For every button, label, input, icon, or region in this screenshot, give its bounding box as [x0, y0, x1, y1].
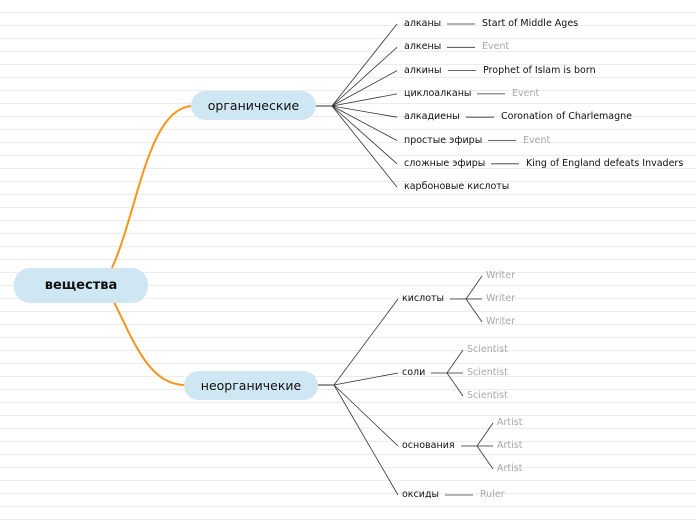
inorganic-item[interactable]: кислоты — [402, 293, 445, 304]
child-link — [446, 349, 464, 374]
inorganic-link — [333, 298, 399, 386]
child-label[interactable]: Ruler — [480, 489, 505, 500]
child-label[interactable]: Artist — [497, 417, 523, 428]
child-label[interactable]: Artist — [497, 463, 523, 474]
event-label[interactable]: Event — [523, 134, 551, 146]
inorganic-link — [333, 384, 399, 447]
inorganic-label: неорганичекие — [200, 378, 302, 393]
child-link — [476, 445, 494, 470]
inorganic-item[interactable]: основания — [402, 440, 455, 451]
inorganic-node[interactable]: неорганичекие — [184, 371, 318, 400]
organic-link — [331, 105, 398, 141]
organic-item[interactable]: циклоалканы — [404, 87, 472, 99]
inorganic-links — [333, 275, 494, 496]
child-label[interactable]: Writer — [486, 270, 515, 281]
root-to-inorganic-link — [113, 301, 185, 386]
child-label[interactable]: Scientist — [467, 390, 508, 401]
root-label: вещества — [44, 278, 118, 293]
organic-node[interactable]: органические — [191, 91, 316, 120]
organic-link — [331, 105, 398, 188]
child-label[interactable]: Artist — [497, 440, 523, 451]
root-to-organic-link — [111, 105, 193, 269]
inorganic-link — [333, 384, 399, 496]
root-node[interactable]: вещества — [14, 268, 148, 303]
organic-item[interactable]: простые эфиры — [404, 134, 483, 146]
event-label[interactable]: Coronation of Charlemagne — [501, 111, 633, 123]
organic-item[interactable]: алкадиены — [404, 111, 460, 123]
inorganic-link — [333, 372, 399, 386]
event-label[interactable]: King of England defeats Invaders — [526, 157, 684, 169]
organic-item[interactable]: алкины — [404, 64, 442, 76]
event-label[interactable]: Event — [482, 41, 510, 53]
event-label[interactable]: Event — [512, 87, 540, 99]
child-link — [465, 298, 483, 323]
child-label[interactable]: Writer — [486, 293, 515, 304]
organic-link — [331, 93, 398, 107]
inorganic-item[interactable]: оксиды — [402, 489, 440, 500]
child-link — [476, 422, 494, 447]
organic-item[interactable]: карбоновые кислоты — [404, 181, 510, 193]
organic-link — [331, 23, 398, 107]
child-label[interactable]: Scientist — [467, 367, 508, 378]
child-link — [465, 275, 483, 300]
organic-link — [331, 70, 398, 107]
organic-item[interactable]: алкены — [404, 41, 442, 53]
child-label[interactable]: Writer — [486, 316, 515, 327]
organic-label: органические — [207, 98, 300, 113]
organic-link — [331, 105, 398, 165]
organic-links — [331, 23, 519, 188]
organic-link — [331, 47, 398, 107]
event-label[interactable]: Prophet of Islam is born — [483, 64, 596, 76]
child-label[interactable]: Scientist — [467, 344, 508, 355]
organic-item[interactable]: сложные эфиры — [404, 157, 486, 169]
organic-item[interactable]: алканы — [404, 18, 442, 29]
organic-link — [331, 105, 398, 118]
event-label[interactable]: Start of Middle Ages — [482, 18, 579, 29]
inorganic-item[interactable]: соли — [402, 367, 426, 378]
child-link — [446, 372, 464, 397]
